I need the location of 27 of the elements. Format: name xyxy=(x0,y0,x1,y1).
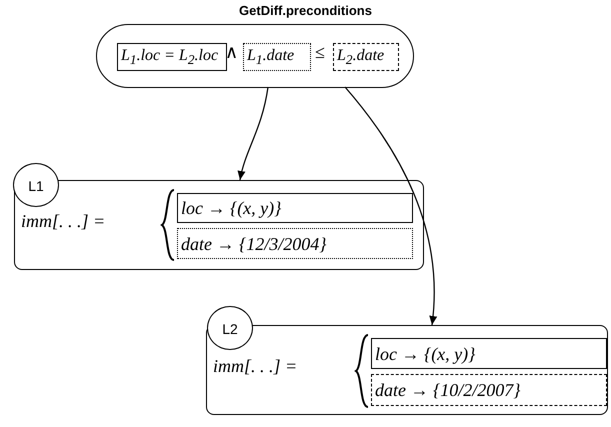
expression-text: L$_{1}$.date xyxy=(247,48,294,67)
operator-symbol: ∧ xyxy=(225,43,238,61)
expression-text: L$_{1}$.loc = L$_{2}$.loc xyxy=(121,48,218,67)
term-box xyxy=(333,43,399,71)
expression-text: imm[. . .] = xyxy=(21,212,106,230)
expression-text: date → {12/3/2004} xyxy=(181,234,326,252)
memory-panel xyxy=(206,325,608,415)
term-box xyxy=(371,338,607,369)
expression-text: date → {10/2/2007} xyxy=(375,381,520,399)
memory-panel xyxy=(14,180,424,270)
term-box xyxy=(177,193,413,223)
location-label: L2 xyxy=(221,321,239,337)
operator-symbol: ≤ xyxy=(315,43,325,61)
diagram-title: GetDiff.preconditions xyxy=(238,3,373,18)
location-circle xyxy=(13,163,59,207)
arrow xyxy=(344,86,437,326)
expression-text: loc → {(x, y)} xyxy=(375,344,476,362)
expression-text: loc → {(x, y)} xyxy=(181,199,282,217)
location-label: L1 xyxy=(27,178,45,194)
arrow xyxy=(238,86,269,180)
term-box xyxy=(117,43,227,71)
term-box xyxy=(243,43,311,71)
expression-text: imm[. . .] = xyxy=(213,357,298,375)
location-circle xyxy=(207,306,253,350)
term-box xyxy=(371,374,607,406)
term-box xyxy=(177,228,413,259)
expression-text: L$_{2}$.date xyxy=(337,48,384,67)
